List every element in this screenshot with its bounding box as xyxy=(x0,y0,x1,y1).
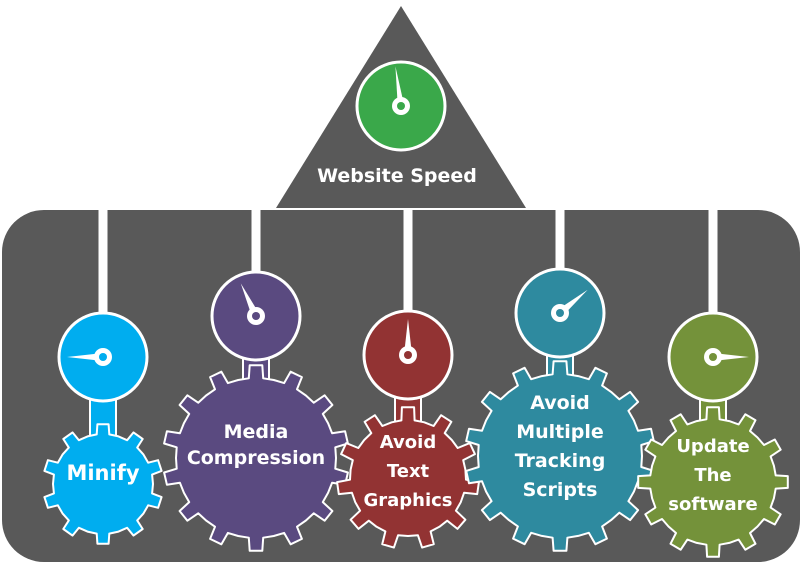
factor-minify: Minify xyxy=(43,208,163,545)
factor-label-line: Multiple xyxy=(516,421,604,443)
gauge-icon xyxy=(667,311,759,403)
diagram-title: Website Speed xyxy=(317,165,477,187)
gauge-icon xyxy=(210,270,302,362)
gauge-icon xyxy=(57,311,149,403)
factor-label-line: Media xyxy=(224,421,289,443)
speed-gauge-icon xyxy=(355,60,447,152)
factor-label-line: Scripts xyxy=(523,479,598,501)
factor-label-line: Avoid xyxy=(380,432,436,453)
gear-icon xyxy=(336,406,480,549)
factor-label-line: Update xyxy=(676,436,749,457)
gear-icon xyxy=(637,406,789,558)
factor-label-line: Avoid xyxy=(530,392,590,414)
gauge-icon xyxy=(362,309,454,401)
factor-label-line: software xyxy=(668,494,757,515)
factor-label-line: Graphics xyxy=(363,490,452,511)
gear-icon xyxy=(43,423,163,545)
factor-label-line: Text xyxy=(387,461,430,482)
factor-label-line: The xyxy=(694,465,731,486)
factor-label-line: Minify xyxy=(66,461,139,485)
factor-label-line: Tracking xyxy=(515,450,606,472)
gear-icon xyxy=(465,360,655,552)
gear-icon xyxy=(163,364,349,552)
factor-label-line: Compression xyxy=(187,447,325,469)
factor-label: Minify xyxy=(66,461,139,485)
gauge-icon xyxy=(514,267,606,359)
